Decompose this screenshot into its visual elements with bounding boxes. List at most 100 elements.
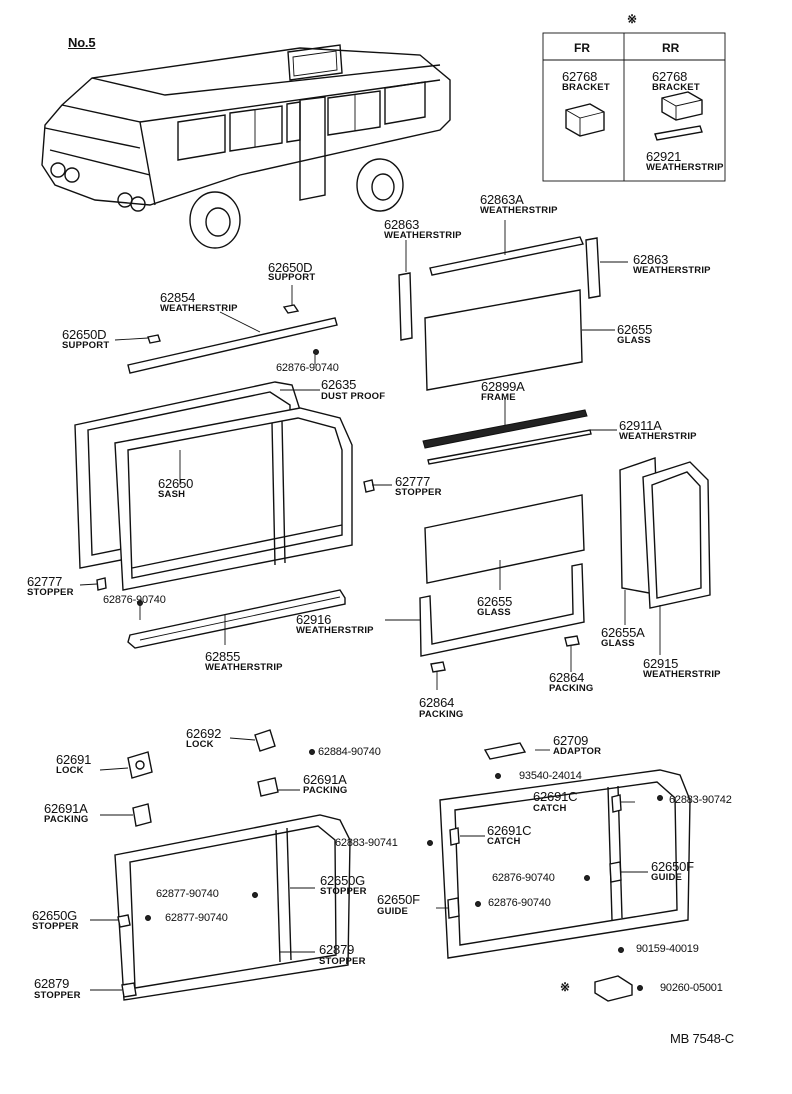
lock-62692 bbox=[254, 729, 276, 752]
label-62777-b-desc: STOPPER bbox=[27, 587, 74, 598]
catch-62691c bbox=[611, 794, 622, 813]
diagram-number: No.5 bbox=[68, 35, 96, 50]
label-62777-b-no: 62777 bbox=[27, 574, 63, 589]
label-62876-d: 62876-90740 bbox=[488, 897, 551, 909]
label-62854-desc: WEATHERSTRIP bbox=[160, 303, 238, 314]
label-62691c-right-no: 62691C bbox=[533, 789, 578, 804]
label-62855-desc: WEATHERSTRIP bbox=[205, 662, 283, 673]
bolts bbox=[137, 349, 663, 991]
label-62863-left-desc: WEATHERSTRIP bbox=[384, 230, 462, 241]
label-62863-left-no: 62863 bbox=[384, 217, 420, 232]
label-62884: 62884-90740 bbox=[318, 746, 381, 758]
label-62863-right-no: 62863 bbox=[633, 252, 669, 267]
lower-right-window-frame bbox=[439, 769, 691, 959]
label-62650g-left-no: 62650G bbox=[32, 908, 78, 923]
inset-fr-part-no: 62768 bbox=[562, 69, 598, 84]
label-62650d-top-desc: SUPPORT bbox=[268, 272, 316, 283]
label-62650f-right-desc: GUIDE bbox=[651, 872, 683, 883]
glass-62655-lower bbox=[424, 494, 585, 584]
marker-symbol-bottom: ※ bbox=[560, 980, 571, 994]
label-62635-no: 62635 bbox=[321, 377, 357, 392]
stopper-62879 bbox=[121, 982, 137, 998]
support-62650d-top bbox=[282, 304, 300, 314]
label-62691a-left-no: 62691A bbox=[44, 801, 88, 816]
inset-rr-part2-no: 62921 bbox=[646, 149, 682, 164]
weatherstrip-62916 bbox=[419, 563, 585, 657]
weatherstrip-62915 bbox=[642, 461, 711, 609]
label-62691c-left-no: 62691C bbox=[487, 823, 532, 838]
label-62650g-right-no: 62650G bbox=[320, 873, 366, 888]
label-62635-desc: DUST PROOF bbox=[321, 391, 386, 402]
label-62691-no: 62691 bbox=[56, 752, 92, 767]
frame-62899a bbox=[422, 409, 588, 449]
label-62777-a-no: 62777 bbox=[395, 474, 431, 489]
marker-symbol: ※ bbox=[627, 12, 638, 26]
weatherstrip-62863-right bbox=[585, 237, 601, 299]
label-62691a-mid-no: 62691A bbox=[303, 772, 347, 787]
label-62864-a-no: 62864 bbox=[419, 695, 455, 710]
inset-fr-header: FR bbox=[574, 41, 590, 55]
label-62691c-right-desc: CATCH bbox=[533, 803, 567, 814]
label-62650d-no: 62650D bbox=[62, 327, 107, 342]
label-62879-right-no: 62879 bbox=[319, 942, 355, 957]
label-62863-right-desc: WEATHERSTRIP bbox=[633, 265, 711, 276]
inset-rr-part1-desc: BRACKET bbox=[652, 82, 700, 93]
weatherstrip-62911a bbox=[427, 429, 592, 465]
label-62864-a-desc: PACKING bbox=[419, 709, 464, 720]
label-62915-no: 62915 bbox=[643, 656, 679, 671]
lock-62691 bbox=[127, 751, 153, 779]
label-93540: 93540-24014 bbox=[519, 770, 582, 782]
label-62916-desc: WEATHERSTRIP bbox=[296, 625, 374, 636]
packing-62691a-mid bbox=[257, 777, 279, 797]
label-62876-b: 62876-90740 bbox=[103, 594, 166, 606]
label-62709-no: 62709 bbox=[553, 733, 589, 748]
label-62650f-left-no: 62650F bbox=[377, 892, 420, 907]
label-62655-upper-desc: GLASS bbox=[617, 335, 651, 346]
label-62911a-desc: WEATHERSTRIP bbox=[619, 431, 697, 442]
inset-box bbox=[542, 32, 726, 182]
label-62863a-desc: WEATHERSTRIP bbox=[480, 205, 558, 216]
inset-rr-part1-no: 62768 bbox=[652, 69, 688, 84]
label-90159: 90159-40019 bbox=[636, 943, 699, 955]
label-62879-left-desc: STOPPER bbox=[34, 990, 81, 1001]
label-62899a-desc: FRAME bbox=[481, 392, 516, 403]
label-62655-upper-no: 62655 bbox=[617, 322, 653, 337]
stopper-62777-right bbox=[363, 479, 375, 493]
support-62650d bbox=[147, 334, 161, 344]
inset-rr-header: RR bbox=[662, 41, 680, 55]
label-62879-left-no: 62879 bbox=[34, 976, 70, 991]
adaptor-62709 bbox=[483, 742, 527, 760]
label-62655-lower-no: 62655 bbox=[477, 594, 513, 609]
label-62883-b: 62883-90742 bbox=[669, 794, 732, 806]
label-62691-desc: LOCK bbox=[56, 765, 84, 776]
packing-62864-a bbox=[430, 661, 446, 673]
label-62655-lower-desc: GLASS bbox=[477, 607, 511, 618]
stopper-62650g bbox=[117, 914, 131, 928]
label-62879-right-desc: STOPPER bbox=[319, 956, 366, 967]
bracket-62768-bottom bbox=[594, 975, 633, 1002]
label-62899a-no: 62899A bbox=[481, 379, 525, 394]
label-62916-no: 62916 bbox=[296, 612, 332, 627]
van-illustration bbox=[41, 44, 451, 249]
label-90260: 90260-05001 bbox=[660, 982, 723, 994]
packing-62691a-left bbox=[132, 803, 152, 827]
label-62692-desc: LOCK bbox=[186, 739, 214, 750]
label-62876-a: 62876-90740 bbox=[276, 362, 339, 374]
stopper-62777-left bbox=[96, 577, 107, 591]
label-62883-a: 62883-90741 bbox=[335, 837, 398, 849]
sash-frame bbox=[114, 407, 353, 591]
label-62650d-top-no: 62650D bbox=[268, 260, 313, 275]
label-62877-b: 62877-90740 bbox=[165, 912, 228, 924]
label-62863a-no: 62863A bbox=[480, 192, 524, 207]
label-62777-a-desc: STOPPER bbox=[395, 487, 442, 498]
guide-62650f bbox=[609, 861, 622, 883]
inset-rr-part2-desc: WEATHERSTRIP bbox=[646, 162, 724, 173]
label-62650d-desc: SUPPORT bbox=[62, 340, 110, 351]
label-62911a-no: 62911A bbox=[619, 418, 662, 433]
label-62655a-no: 62655A bbox=[601, 625, 645, 640]
inset-fr-part-desc: BRACKET bbox=[562, 82, 610, 93]
glass-62655-upper bbox=[424, 289, 583, 391]
label-62655a-desc: GLASS bbox=[601, 638, 635, 649]
weatherstrip-62854 bbox=[127, 317, 338, 374]
